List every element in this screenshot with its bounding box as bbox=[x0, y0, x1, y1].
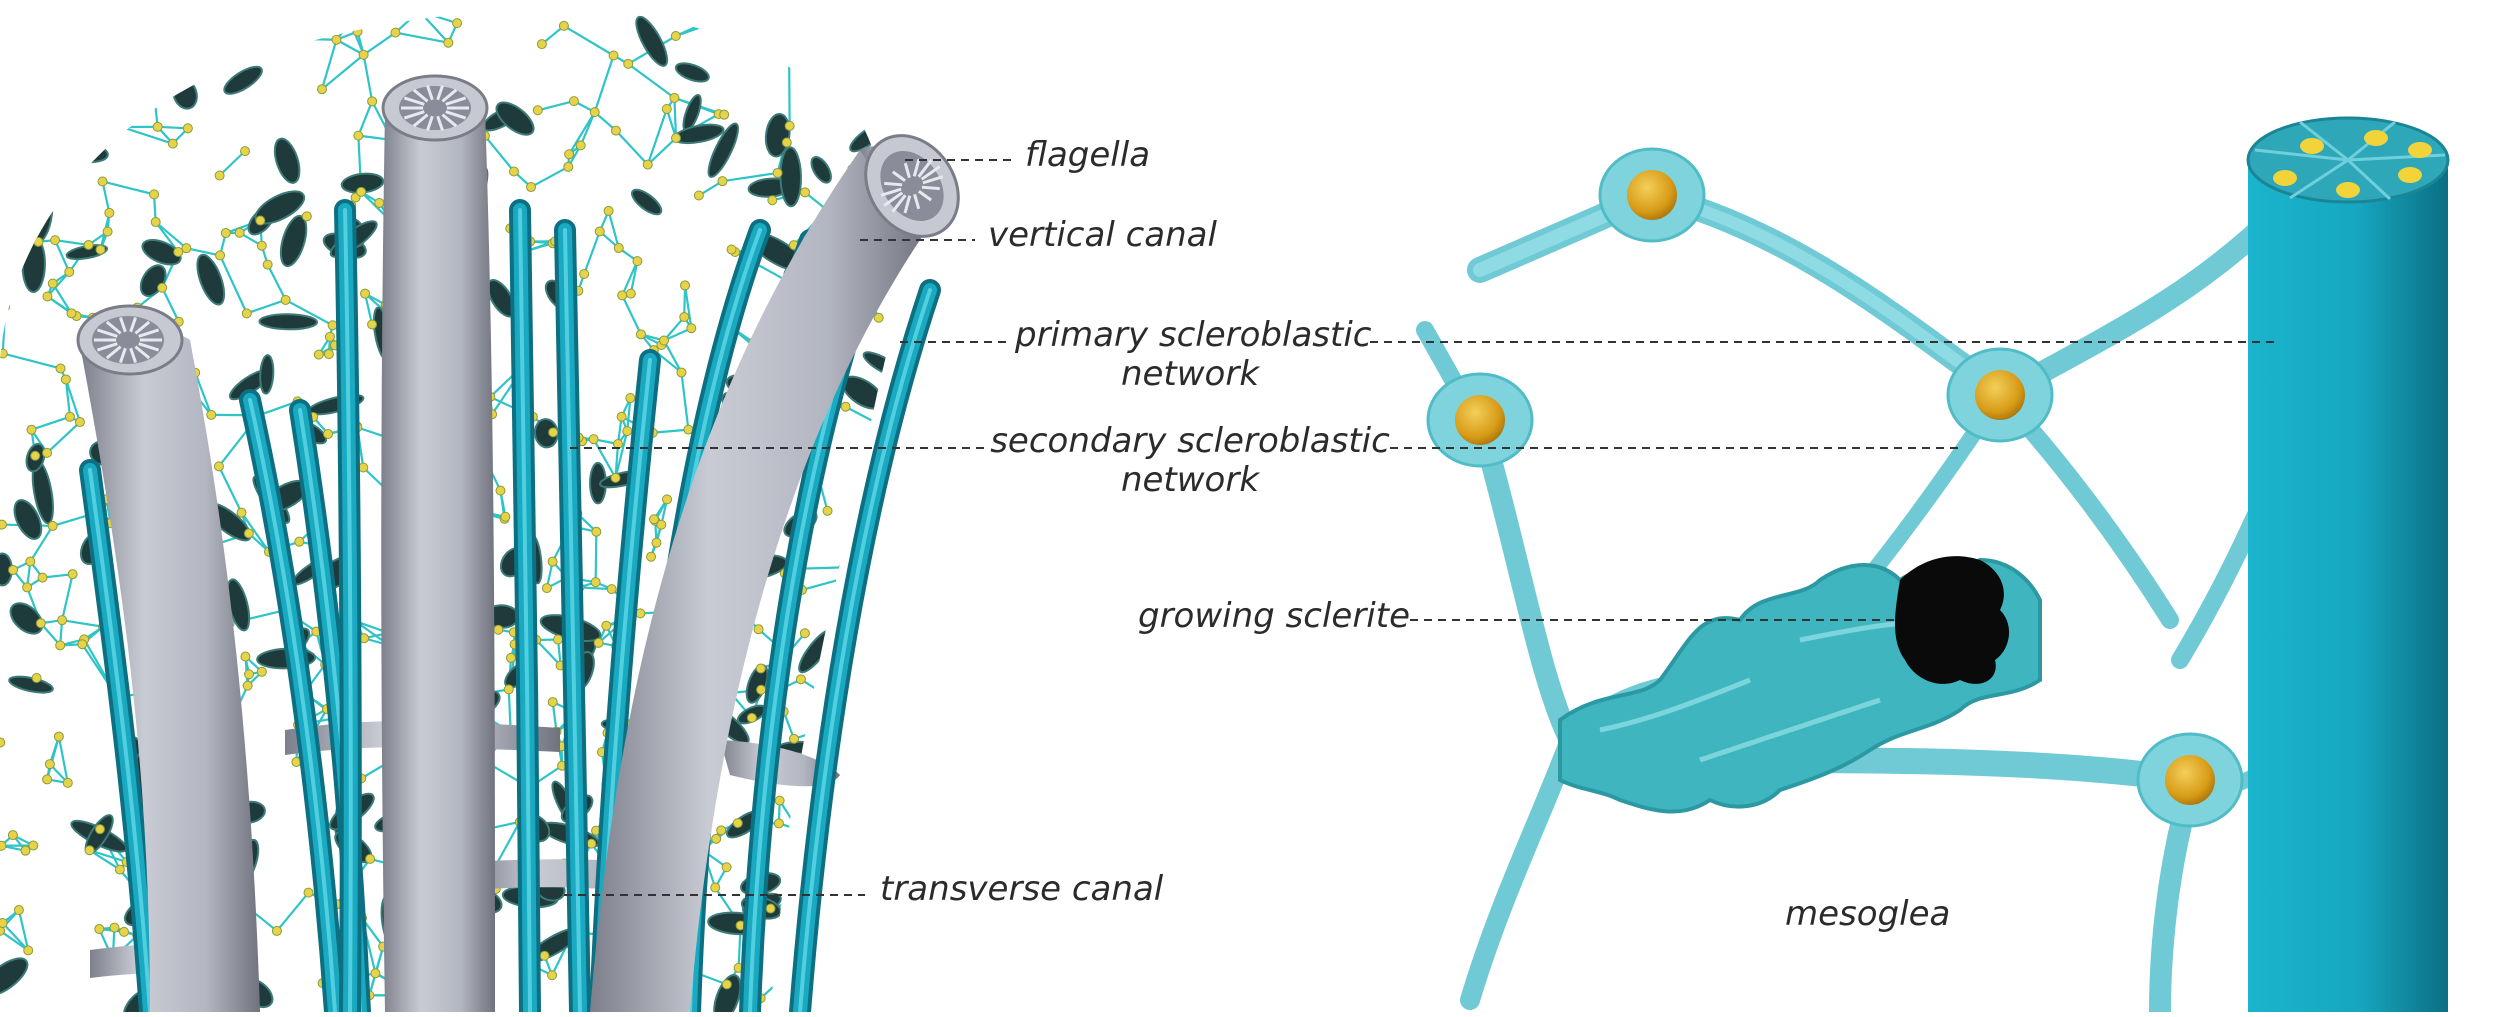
label-primary-network: primary scleroblastic network bbox=[1015, 316, 1365, 394]
cell-network-panel bbox=[1425, 118, 2448, 1012]
label-transverse-canal: transverse canal bbox=[880, 870, 1163, 909]
label-growing-sclerite: growing sclerite bbox=[1138, 597, 1410, 636]
vertical-canal-center bbox=[381, 76, 495, 1012]
label-vertical-canal: vertical canal bbox=[988, 216, 1217, 255]
label-primary-network-line1: primary scleroblastic bbox=[1015, 316, 1365, 355]
sclerite-crystal bbox=[1895, 556, 2009, 684]
axial-cylinder bbox=[2248, 118, 2448, 1012]
label-secondary-network-line1: secondary scleroblastic bbox=[990, 422, 1390, 461]
label-secondary-network: secondary scleroblastic network bbox=[990, 422, 1390, 500]
label-primary-network-line2: network bbox=[1015, 355, 1365, 394]
label-secondary-network-line2: network bbox=[990, 461, 1390, 500]
label-flagella: flagella bbox=[1025, 136, 1150, 175]
label-mesoglea: mesoglea bbox=[1785, 895, 1950, 934]
